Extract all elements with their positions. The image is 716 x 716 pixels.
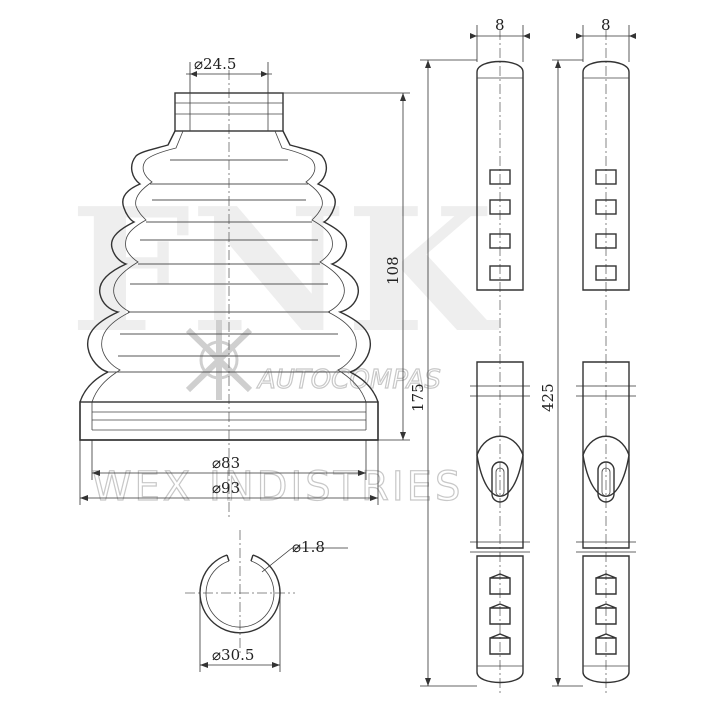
dim-strap-b-width: 8 [576,16,636,62]
strap-b-drawing: 8 425 [539,16,636,695]
dim-strap-a-width: 8 [470,16,530,62]
strap-a-lower-teeth [489,573,511,655]
dim-inner-diameter: ⌀83 [91,440,367,480]
strap-b-lower [582,555,630,684]
boot-drawing: ⌀24.5 108 ⌀83 ⌀93 [79,55,410,520]
boot-collar [79,401,379,441]
inner-diameter-label: ⌀83 [212,454,240,472]
outer-diameter-label: ⌀93 [212,479,240,497]
dim-height: 108 [283,92,410,441]
strap-a-width-label: 8 [495,16,505,34]
ring-inner [205,560,275,628]
watermark-logo: FNK [70,171,499,371]
ring-drawing: ⌀1.8 ⌀30.5 [185,530,348,672]
dim-ring-diameter: ⌀30.5 [199,593,281,672]
boot-neck [174,92,284,132]
top-diameter-label: ⌀24.5 [194,55,236,73]
strap-b-buckle [582,435,630,503]
strap-a-lower [476,555,524,684]
watermark: FNK AUTOCOMPAS WEX INDISTRIES [70,171,499,511]
watermark-line: WEX INDISTRIES [92,464,463,510]
wire-diameter-label: ⌀1.8 [292,538,325,556]
ring-outer [199,554,281,634]
total-height-label: 175 [409,383,427,412]
strap-a-upper [476,60,524,291]
strap-a-windows [489,169,511,281]
boot-bellows-inner [91,130,367,430]
ring-diameter-label: ⌀30.5 [212,646,254,664]
strap-a-drawing: 8 175 [409,16,530,695]
watermark-emblem-icon [185,320,253,400]
strap-b-width-label: 8 [601,16,611,34]
strap-length-label: 425 [539,383,557,412]
boot-ribs [108,159,350,373]
strap-b-lower-teeth [595,573,617,655]
dim-outer-diameter: ⌀93 [79,440,379,505]
dim-wire-diameter: ⌀1.8 [261,538,348,573]
height-label: 108 [384,256,402,285]
strap-a-buckle [476,435,524,503]
watermark-brand: AUTOCOMPAS [256,365,441,395]
strap-b-windows [595,169,617,281]
dim-top-diameter: ⌀24.5 [186,55,272,93]
dim-total-height: 175 [409,59,477,687]
dim-strap-length: 425 [539,59,583,687]
strap-b-middle [582,361,630,549]
strap-b-upper [582,60,630,291]
strap-a-middle [476,361,524,549]
